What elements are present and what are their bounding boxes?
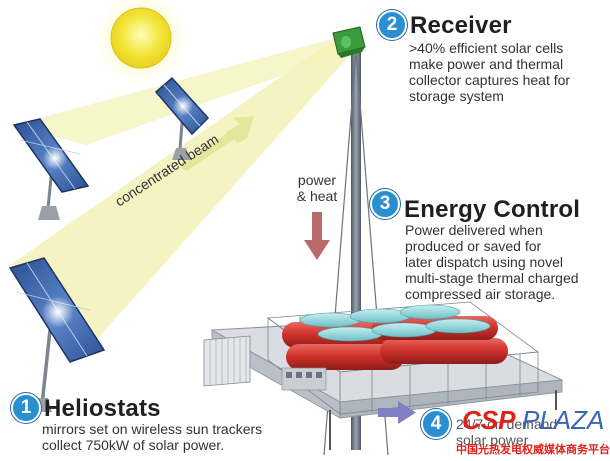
step-2-badge: 2 <box>377 10 407 40</box>
step-1-description: mirrors set on wireless sun trackers col… <box>42 421 262 453</box>
flow-label: power & heat <box>292 172 342 204</box>
step-2-description: >40% efficient solar cells make power an… <box>409 40 570 104</box>
step-2-line-4: storage system <box>409 88 504 104</box>
tank-icon <box>299 304 491 342</box>
storage-platform <box>203 301 564 450</box>
beam-direction-arrow-icon <box>181 116 254 171</box>
step-3-title: Energy Control <box>404 196 581 223</box>
mirror-icon <box>154 76 210 160</box>
mirror-icon <box>12 118 90 220</box>
watermark-brand-right: PLAZA <box>522 405 605 435</box>
equipment-box <box>203 335 327 391</box>
step-3-line-5: compressed air storage. <box>405 286 556 302</box>
step-3-description: Power delivered when produced or saved f… <box>405 222 579 302</box>
step-2-line-2: make power and thermal <box>409 56 564 72</box>
watermark-tagline: 中国光热发电权威媒体商务平台 <box>456 444 610 456</box>
step-3-line-2: produced or saved for <box>405 238 542 254</box>
step-3-badge: 3 <box>370 189 400 219</box>
step-4-line-1: 24/7 on demand <box>456 416 558 432</box>
step-3-line-3: later dispatch using novel <box>405 254 563 270</box>
arrow-icon <box>304 212 330 260</box>
watermark-brand-left: CSP <box>462 405 516 435</box>
step-3-line-1: Power delivered when <box>405 222 543 238</box>
step-1-badge: 1 <box>11 393 41 423</box>
step-1-title: Heliostats <box>44 395 161 422</box>
step-4-badge: 4 <box>421 409 451 439</box>
sun-icon <box>95 0 187 84</box>
step-4-description: 24/7 on demand solar power <box>456 416 557 448</box>
beam-lower <box>10 40 350 345</box>
step-1-line-1: mirrors set on wireless sun trackers <box>42 421 263 437</box>
step-1-line-2: collect 750kW of solar power. <box>42 437 225 453</box>
step-2-title: Receiver <box>410 12 512 39</box>
flow-label-line-2: & heat <box>296 188 338 204</box>
step-2-line-1: >40% efficient solar cells <box>409 40 564 56</box>
step-4-line-2: solar power <box>456 432 529 448</box>
receiver-icon <box>332 26 366 58</box>
flow-label-line-1: power <box>297 172 337 188</box>
step-2-line-3: collector captures heat for <box>409 72 571 88</box>
arrow-icon <box>378 401 416 424</box>
step-3-line-4: multi-stage thermal charged <box>405 270 579 286</box>
